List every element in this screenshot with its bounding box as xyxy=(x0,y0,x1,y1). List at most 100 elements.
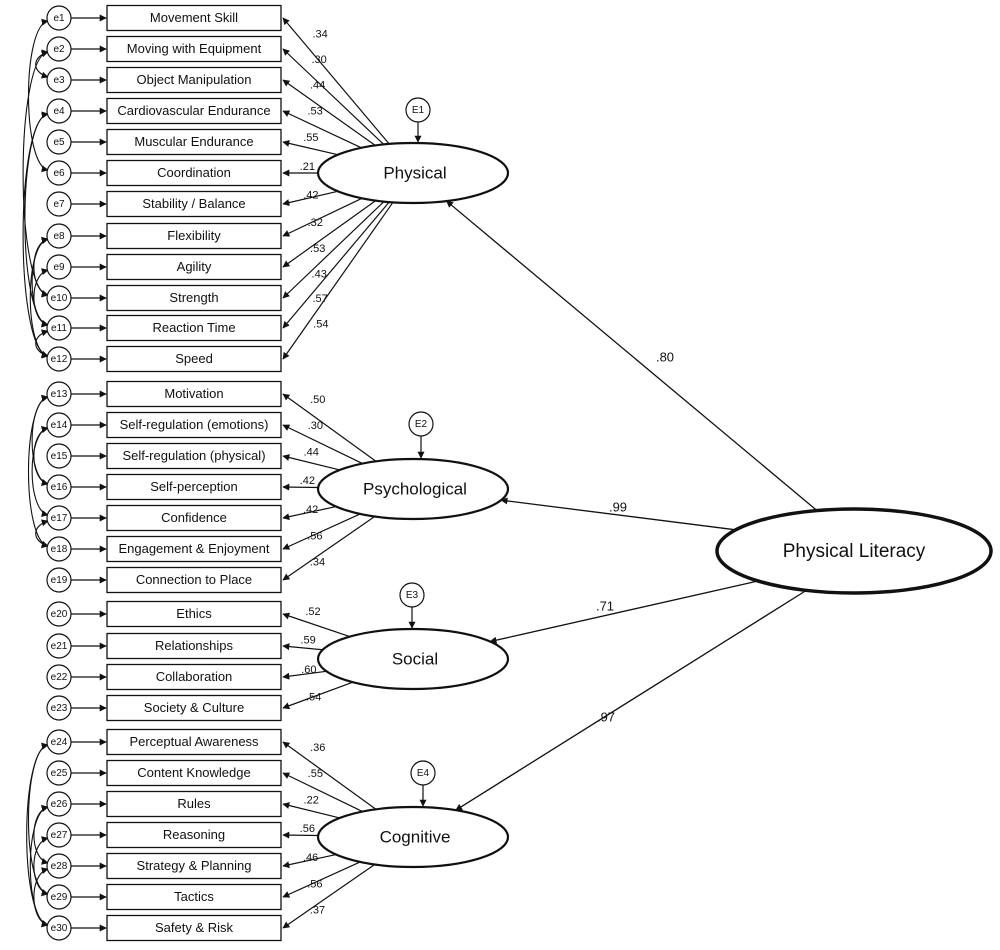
error-term-circle xyxy=(46,791,72,817)
indicator-box xyxy=(106,66,282,94)
error-term-circle xyxy=(46,346,72,372)
error-covariance-curve xyxy=(26,742,49,928)
error-term-label: e3 xyxy=(53,75,65,86)
loading-arrow xyxy=(282,140,338,156)
indicator-label: Flexibility xyxy=(167,228,221,243)
error-covariance-curve xyxy=(33,268,49,327)
loading-value: .53 xyxy=(310,243,325,255)
indicator-box xyxy=(106,222,282,250)
error-term-circle xyxy=(46,536,72,562)
loading-arrow xyxy=(282,393,377,462)
indicator-box xyxy=(106,314,282,342)
loading-arrow xyxy=(282,110,362,149)
error-covariance-curve xyxy=(29,236,49,359)
higher-order-loading: .80 xyxy=(656,349,674,364)
indicator-label: Relationships xyxy=(155,638,234,653)
loading-value: .54 xyxy=(306,691,321,703)
indicator-label: Muscular Endurance xyxy=(134,134,253,149)
indicator-label: Moving with Equipment xyxy=(127,41,262,56)
error-term-circle xyxy=(46,505,72,531)
error-term-label: e8 xyxy=(53,231,65,242)
error-term-circle xyxy=(46,98,72,124)
loading-arrow xyxy=(282,505,337,521)
indicator-label: Cardiovascular Endurance xyxy=(117,103,270,118)
factor-residual-label: E4 xyxy=(417,768,430,779)
error-term-circle xyxy=(46,567,72,593)
loading-value: .32 xyxy=(308,217,323,229)
loading-arrow xyxy=(282,201,385,299)
error-term-label: e21 xyxy=(51,641,68,652)
indicator-box xyxy=(106,253,282,281)
error-term-circle xyxy=(46,633,72,659)
error-term-label: e12 xyxy=(51,354,68,365)
indicator-label: Reaction Time xyxy=(152,320,235,335)
error-term-circle xyxy=(46,223,72,249)
indicator-box xyxy=(106,566,282,594)
error-covariance-curve xyxy=(31,426,49,517)
indicator-label: Safety & Risk xyxy=(155,920,234,935)
loading-value: .36 xyxy=(310,742,325,754)
indicator-label: Content Knowledge xyxy=(137,765,250,780)
loading-arrow xyxy=(282,424,363,465)
loading-value: .54 xyxy=(313,319,328,331)
error-term-circle xyxy=(46,884,72,910)
higher-order-path xyxy=(455,589,807,811)
error-term-label: e13 xyxy=(51,389,68,400)
indicator-box xyxy=(106,284,282,312)
error-term-circle xyxy=(46,191,72,217)
error-term-circle xyxy=(46,601,72,627)
error-term-label: e28 xyxy=(51,861,68,872)
error-term-circle xyxy=(46,67,72,93)
loading-value: .42 xyxy=(303,504,318,516)
error-term-label: e7 xyxy=(53,199,65,210)
error-term-circle xyxy=(46,443,72,469)
loading-value: .55 xyxy=(303,132,318,144)
error-term-circle xyxy=(46,129,72,155)
indicator-label: Strategy & Planning xyxy=(137,858,252,873)
loading-arrow xyxy=(282,802,340,819)
indicator-box xyxy=(106,728,282,756)
indicator-box xyxy=(106,4,282,32)
indicator-box xyxy=(106,883,282,911)
loading-value: .34 xyxy=(310,556,325,568)
indicator-label: Movement Skill xyxy=(150,10,238,25)
error-term-label: e24 xyxy=(51,737,68,748)
loading-arrow xyxy=(282,643,323,651)
factor-label: Cognitive xyxy=(380,827,451,846)
indicator-box xyxy=(106,821,282,849)
error-covariance-curve xyxy=(31,237,49,327)
error-term-label: e4 xyxy=(53,106,65,117)
error-term-label: e10 xyxy=(51,293,68,304)
indicator-box xyxy=(106,663,282,691)
error-term-circle xyxy=(46,254,72,280)
error-covariance-curve xyxy=(22,111,49,359)
loading-value: .55 xyxy=(308,768,323,780)
factor-label: Social xyxy=(392,649,438,668)
error-term-label: e19 xyxy=(51,575,68,586)
indicator-box xyxy=(106,852,282,880)
indicator-label: Agility xyxy=(177,259,212,274)
error-term-circle xyxy=(46,474,72,500)
error-covariance-curve xyxy=(27,742,49,897)
indicator-box xyxy=(106,345,282,373)
loading-arrow xyxy=(282,17,390,145)
error-covariance-curve xyxy=(29,804,49,928)
factor-residual-circle xyxy=(405,97,431,123)
error-term-circle xyxy=(46,315,72,341)
loading-value: .52 xyxy=(305,606,320,618)
error-covariance-curve xyxy=(33,237,49,297)
error-covariance-curve xyxy=(35,519,49,548)
error-term-label: e26 xyxy=(51,799,68,810)
indicator-label: Engagement & Enjoyment xyxy=(118,541,269,556)
factor-label: Physical xyxy=(383,163,446,182)
indicator-box xyxy=(106,442,282,470)
error-term-label: e9 xyxy=(53,262,65,273)
error-term-circle xyxy=(46,853,72,879)
error-term-label: e2 xyxy=(53,44,65,55)
indicator-label: Self-regulation (emotions) xyxy=(120,417,269,432)
loading-value: .60 xyxy=(301,664,316,676)
error-term-label: e6 xyxy=(53,168,65,179)
indicator-box xyxy=(106,97,282,125)
